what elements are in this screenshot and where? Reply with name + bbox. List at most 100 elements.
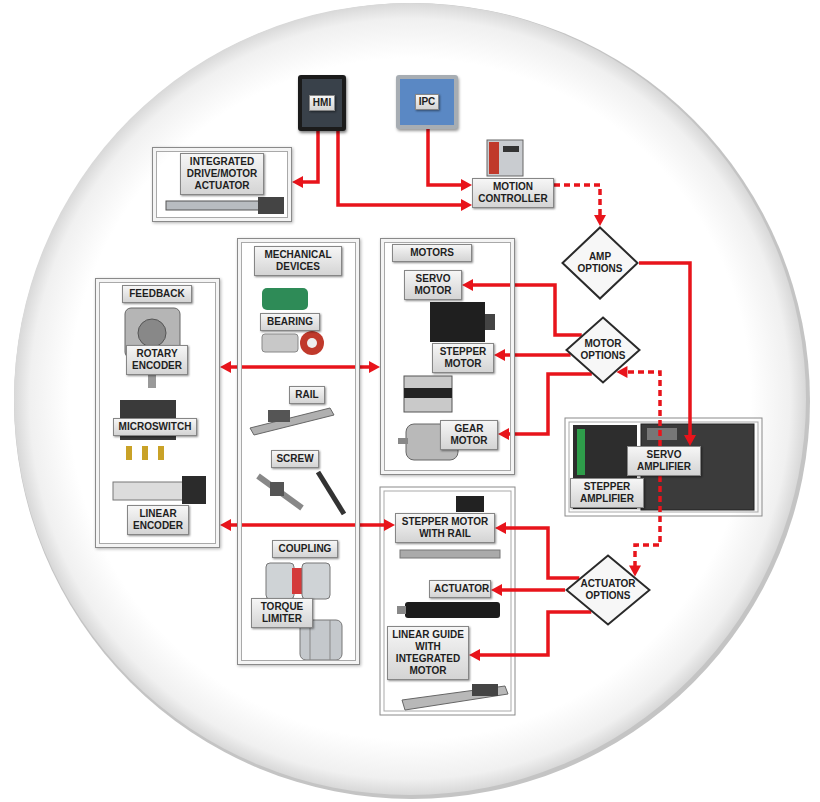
connector-arrow [616, 366, 660, 446]
actuator-body [405, 602, 500, 618]
bearing-red [300, 331, 324, 355]
label-box: GEAR MOTOR [440, 420, 498, 450]
encoder-shaft [148, 374, 156, 388]
screw-shaft [258, 476, 302, 508]
label-box: RAIL [289, 386, 325, 404]
actuator-rod [397, 606, 406, 614]
label-box: MOTION CONTROLLER [472, 178, 554, 208]
arrow-head [469, 649, 480, 661]
diamond-text: MOTOR OPTIONS [573, 338, 634, 362]
device-screen: IPC [396, 75, 458, 129]
controller-stripe [489, 142, 499, 174]
label-box: BEARING [260, 313, 320, 331]
diamond-text: ACTUATOR OPTIONS [574, 578, 643, 602]
connector-line [504, 353, 571, 357]
arrow-head [220, 519, 231, 531]
bearing-green [262, 288, 308, 310]
label-box: STEPPER MOTOR WITH RAIL [395, 513, 495, 543]
node-label: ROTARY ENCODER [131, 348, 183, 372]
servo-flange [485, 314, 495, 330]
connector-line [472, 285, 582, 335]
node-label: RAIL [294, 389, 320, 401]
diamond-text: AMP OPTIONS [569, 251, 631, 275]
connector-arrow [220, 361, 380, 373]
stepper-band [404, 388, 452, 398]
connector-line [554, 185, 600, 216]
arrow-head [494, 349, 505, 361]
panel-frame: INTEGRATED DRIVE/MOTOR ACTUATOR [152, 147, 292, 222]
label-box: MICROSWITCH [113, 418, 197, 436]
panel-heading: FEEDBACK [122, 285, 192, 303]
switch-pin [142, 446, 148, 460]
panel-heading: MECHANICAL DEVICES [254, 246, 342, 276]
panel-frame: MECHANICAL DEVICES BEARING RAIL SCREW COUPLI… [237, 238, 360, 665]
arrow-head [384, 519, 395, 531]
rail-block [268, 410, 290, 422]
node-label: STEPPER AMPLIFIER [575, 481, 639, 505]
screw-shaft [318, 472, 344, 514]
connector-line [338, 131, 462, 205]
decision-diamond: MOTOR OPTIONS [565, 316, 641, 384]
node-label: BEARING [265, 316, 315, 328]
arrow-head [220, 361, 231, 373]
label-box: LINEAR GUIDE WITH INTEGRATED MOTOR [387, 626, 469, 680]
node-label: GEAR MOTOR [445, 423, 493, 447]
limiter-disc [330, 620, 331, 660]
connector-line [626, 372, 660, 446]
connector-arrow [220, 519, 395, 531]
connector-arrow [469, 612, 591, 661]
connector-arrow [494, 349, 571, 361]
label-box: SERVO MOTOR [404, 270, 462, 300]
arrow-head [292, 176, 303, 188]
connector-line [428, 129, 462, 185]
connector-line [230, 523, 385, 527]
coupling-hub [266, 563, 294, 599]
label-box: COUPLING [272, 540, 338, 558]
circle-shadow [14, 3, 810, 799]
node-label: SCREW [276, 453, 314, 465]
label-box: STEPPER AMPLIFIER [570, 478, 644, 508]
actuator-panel-inner [384, 491, 511, 711]
node-label: ACTUATOR OPTIONS [574, 578, 643, 602]
small-stepper [456, 496, 484, 512]
connector-arrow [292, 131, 318, 188]
connector-arrow [554, 185, 606, 226]
node-label: STEPPER MOTOR [437, 346, 489, 370]
node-label: TORQUE LIMITER [256, 601, 308, 625]
arrow-head [461, 179, 472, 191]
rail [250, 408, 334, 435]
arrow-head [491, 584, 502, 596]
screw-nut [270, 482, 284, 496]
label-box: ACTUATOR [429, 580, 491, 598]
node-label: FEEDBACK [127, 288, 187, 300]
label-box: TORQUE LIMITER [251, 598, 313, 628]
stepper-motor [404, 376, 452, 412]
switch-pin [126, 446, 132, 460]
connector-arrow [639, 263, 696, 446]
connector-line [508, 374, 592, 434]
controller-body [487, 140, 523, 176]
stepper-rail [400, 550, 500, 558]
arrow-head [462, 279, 473, 291]
guide-motor [472, 684, 498, 696]
panel-frame: FEEDBACK ROTARY ENCODER MICROSWITCH LINEAR … [95, 278, 220, 548]
diamond-outline [567, 318, 640, 383]
arrow-head [369, 361, 380, 373]
actuator-rod [166, 201, 262, 210]
arrow-head [594, 215, 606, 226]
arrow-head [495, 522, 506, 534]
actuator-motor [258, 197, 284, 214]
servo-amp-display [647, 428, 677, 440]
node-label: SERVO MOTOR [409, 273, 457, 297]
connector-arrow [498, 374, 592, 440]
connector-arrow [491, 584, 565, 596]
actuator-panel [380, 487, 515, 715]
decision-diamond: AMP OPTIONS [561, 226, 639, 300]
panel-heading: INTEGRATED DRIVE/MOTOR ACTUATOR [180, 153, 264, 195]
node-label: HMI [313, 97, 331, 109]
device-screen: HMI [298, 75, 346, 131]
bearing-silver [262, 334, 298, 352]
node-label: LINEAR ENCODER [132, 508, 184, 532]
read-head [182, 476, 206, 504]
node-label: INTEGRATED DRIVE/MOTOR ACTUATOR [185, 156, 259, 192]
